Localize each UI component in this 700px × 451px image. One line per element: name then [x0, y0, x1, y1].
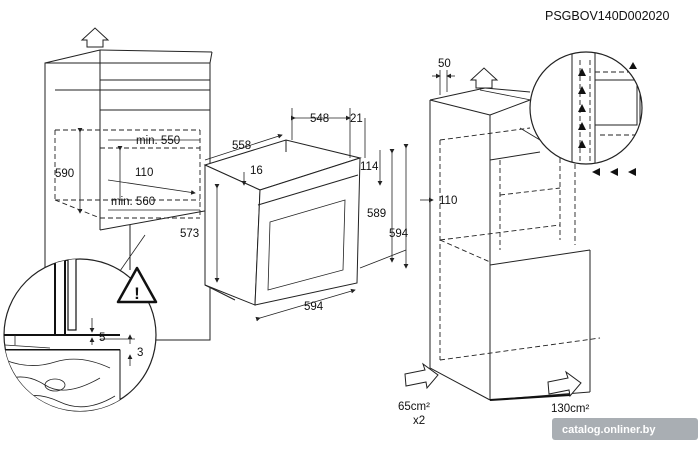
- detail-circle-right: [479, 51, 643, 176]
- dim-min-560: min. 560: [111, 196, 155, 208]
- vent-left-area: 65cm²: [398, 401, 430, 413]
- diagram-code: PSGBOV140D002020: [545, 9, 669, 23]
- dim-5: 5: [99, 332, 105, 344]
- dim-min-550: min. 550: [136, 135, 180, 147]
- vent-left-count: x2: [413, 415, 425, 427]
- up-arrow-icon: [469, 67, 499, 89]
- dim-558: 558: [232, 140, 251, 152]
- dim-110-left: 110: [135, 167, 153, 179]
- right-cabinet: [420, 70, 601, 401]
- watermark-text: catalog.onliner.by: [562, 424, 656, 436]
- left-cabinet: [44, 49, 213, 341]
- up-arrow-icon: [80, 27, 110, 48]
- dim-589: 589: [367, 208, 386, 220]
- dim-114: 114: [360, 161, 379, 173]
- dim-594-height: 594: [389, 228, 409, 240]
- warning-icon: [116, 266, 158, 304]
- vent-arrow-left-icon: [404, 362, 439, 390]
- dim-573: 573: [180, 228, 199, 240]
- detail-circle-left: [3, 234, 157, 412]
- dim-594-width: 594: [304, 301, 324, 313]
- warning-mark: !: [134, 284, 140, 303]
- vent-right-area: 130cm²: [551, 403, 590, 415]
- dim-21: 21: [350, 113, 363, 125]
- dim-590: 590: [55, 168, 74, 180]
- dim-110-right: 110: [439, 195, 457, 207]
- dim-50: 50: [438, 58, 451, 70]
- vent-arrow-right-icon: [547, 370, 582, 398]
- dim-16: 16: [250, 165, 263, 177]
- dim-548: 548: [310, 113, 329, 125]
- watermark-badge: [552, 418, 698, 440]
- dim-3: 3: [137, 347, 143, 359]
- oven-unit: [203, 108, 409, 322]
